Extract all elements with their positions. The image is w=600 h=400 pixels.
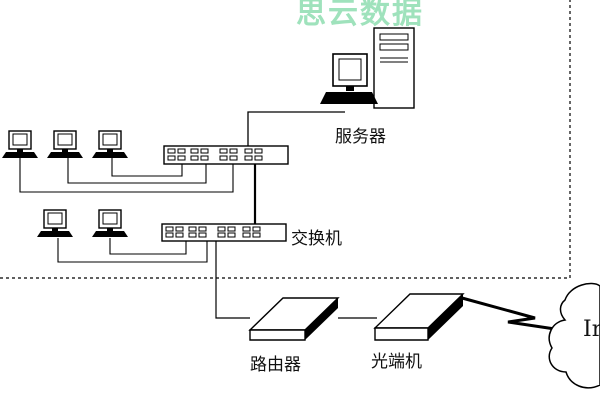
desktop-computer-icon bbox=[46, 130, 84, 159]
network-switch-icon bbox=[161, 223, 287, 242]
desktop-computer-icon bbox=[91, 209, 129, 238]
desktop-computer-icon bbox=[36, 209, 74, 238]
server-tower-icon bbox=[320, 27, 415, 109]
link-server-switch bbox=[247, 111, 345, 148]
link-pc-switch bbox=[19, 158, 234, 193]
link-optical-cloud bbox=[461, 296, 576, 334]
link-pc-switch bbox=[111, 158, 183, 177]
desktop-computer-icon bbox=[1, 130, 39, 159]
link-pc-switch bbox=[57, 238, 208, 263]
link-pc-switch bbox=[109, 238, 187, 255]
server-label: 服务器 bbox=[335, 127, 386, 147]
switch-label: 交换机 bbox=[291, 229, 342, 249]
link-switch-router bbox=[215, 241, 250, 319]
optical-transceiver-icon bbox=[373, 293, 465, 341]
network-switch-icon bbox=[163, 145, 289, 165]
optical-terminal-label: 光端机 bbox=[371, 352, 422, 372]
cloud-label: Ir bbox=[583, 317, 600, 342]
router-label: 路由器 bbox=[250, 355, 301, 375]
internet-cloud-icon bbox=[548, 282, 600, 389]
lan-boundary bbox=[0, 0, 571, 279]
watermark: 思云数据 bbox=[296, 0, 424, 31]
desktop-computer-icon bbox=[91, 130, 129, 159]
link-pc-switch bbox=[67, 158, 207, 184]
router-icon bbox=[248, 297, 340, 341]
